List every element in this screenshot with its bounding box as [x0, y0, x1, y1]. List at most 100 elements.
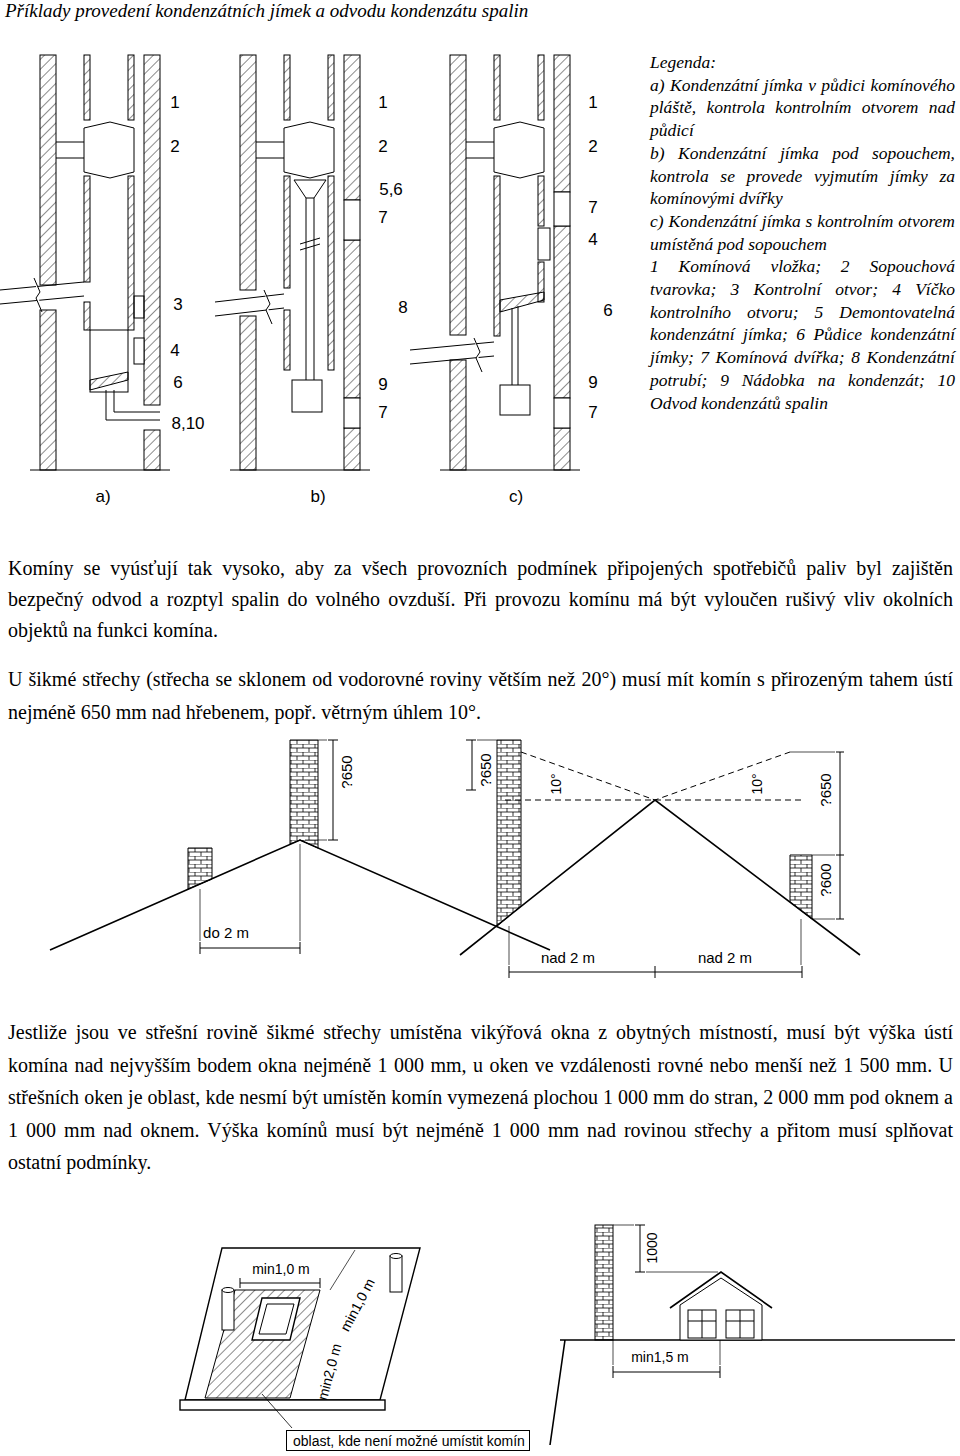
drawing-part [30, 470, 170, 471]
drawing-part [344, 398, 360, 428]
drawing-part [222, 1288, 234, 1293]
drawing-part [554, 226, 570, 398]
legend-entry: c) Kondenzátní jímka s kontrolním otvore… [650, 210, 955, 255]
drawing-part [200, 844, 300, 941]
drawing-part [128, 176, 134, 330]
drawing-part [56, 142, 84, 158]
dimension-label: 1000 [645, 1232, 660, 1263]
drawing-part [0, 282, 84, 304]
drawing-part [292, 380, 322, 412]
dimension-label: 10° [549, 773, 564, 794]
drawing-part [635, 1225, 645, 1272]
page-title: Příklady provedení kondenzátních jímek a… [5, 0, 528, 22]
body-paragraph: U šikmé střechy (střecha se sklonem od v… [8, 663, 953, 728]
drawing-part [344, 200, 360, 240]
drawing-part [688, 1310, 754, 1338]
body-paragraph: Komíny se vyúsťují tak vysoko, aby za vš… [8, 553, 953, 646]
dimension-label: 10° [750, 773, 765, 794]
drawing-part [200, 942, 300, 954]
dimension-label: nad 2 m [698, 950, 752, 967]
callout-number: 5,6 [379, 181, 403, 200]
dimension-label: ?650 [478, 753, 495, 786]
drawing-part [790, 855, 812, 919]
figure-letter: a) [95, 488, 110, 507]
drawing-part [790, 752, 835, 919]
drawing-part [474, 338, 482, 372]
drawing-part [306, 198, 314, 380]
drawing-part [344, 55, 360, 200]
callout-number: 3 [173, 296, 182, 315]
drawing-part [240, 1278, 320, 1288]
drawing-part [344, 428, 360, 470]
drawing-part [305, 740, 327, 840]
drawing-part [290, 740, 318, 848]
drawing-part [497, 740, 521, 926]
drawing-part [613, 1340, 720, 1365]
drawing-part [509, 966, 802, 978]
drawing-part [554, 398, 570, 428]
dimension-label: min1,5 m [631, 1350, 689, 1365]
callout-number: 7 [588, 199, 597, 218]
drawing-part [680, 1278, 762, 1340]
drawing-part [521, 752, 790, 800]
callout-number: 1 [588, 94, 597, 113]
drawing-part [34, 278, 42, 312]
drawing-part [390, 1256, 402, 1292]
callout-number: 7 [378, 404, 387, 423]
callout-number: 7 [588, 404, 597, 423]
body-paragraph: Jestliže jsou ve střešní rovině šikmé st… [8, 1016, 953, 1179]
drawing-part [264, 290, 272, 324]
drawing-part [330, 1250, 355, 1290]
drawing-part [50, 840, 550, 950]
drawing-part [205, 1290, 320, 1398]
legend-entry: a) Kondenzátní jímka v půdici komínového… [650, 74, 955, 142]
callout-number: 6 [173, 374, 182, 393]
drawing-part [284, 310, 290, 370]
dimension-label: do 2 m [203, 925, 249, 942]
drawing-part [84, 122, 134, 178]
drawing-part [259, 1304, 294, 1334]
dormer-figure [550, 1225, 955, 1445]
callout-number: 8 [398, 299, 407, 318]
drawing-part [613, 1225, 718, 1272]
drawing-part [554, 192, 570, 226]
legend-heading: Legenda: [650, 51, 955, 74]
callout-number: 1 [170, 94, 179, 113]
drawing-part [836, 752, 844, 919]
drawing-part [538, 228, 550, 260]
drawing-part [500, 292, 544, 312]
drawing-part [284, 55, 290, 120]
roof-window-figure [180, 1248, 420, 1428]
drawing-part [512, 306, 518, 385]
dimension-label: nad 2 m [541, 950, 595, 967]
drawing-part [613, 1366, 720, 1378]
drawing-part [84, 176, 90, 282]
drawing-part [328, 55, 334, 120]
drawing-part [222, 1290, 234, 1330]
dimension-label: ?650 [818, 773, 835, 806]
drawing-part [40, 310, 56, 470]
callout-number: 9 [588, 374, 597, 393]
drawing-part [494, 176, 500, 336]
callout-number: 2 [378, 138, 387, 157]
roof-figure-wind-angle [460, 740, 860, 978]
legend-column: Legenda:a) Kondenzátní jímka v půdici ko… [650, 51, 955, 414]
chimney-section-b [215, 55, 370, 470]
callout-number: 4 [170, 342, 179, 361]
chimney-section-a [0, 55, 170, 470]
drawing-part [410, 342, 494, 364]
drawing-part [477, 740, 497, 741]
drawing-part [538, 55, 544, 120]
dimension-label: ?650 [339, 755, 356, 788]
legend-entry: b) Kondenzátní jímka pod sopouchem, kont… [650, 142, 955, 210]
dimension-label: ?600 [818, 863, 835, 896]
drawing-part [466, 740, 476, 790]
dimension-label: min1,0 m [252, 1262, 310, 1277]
drawing-part [252, 1298, 300, 1340]
drawing-part [670, 1272, 772, 1308]
drawing-part [215, 294, 284, 316]
drawing-part [134, 338, 144, 364]
drawing-part [40, 55, 56, 285]
callout-number: 2 [170, 138, 179, 157]
